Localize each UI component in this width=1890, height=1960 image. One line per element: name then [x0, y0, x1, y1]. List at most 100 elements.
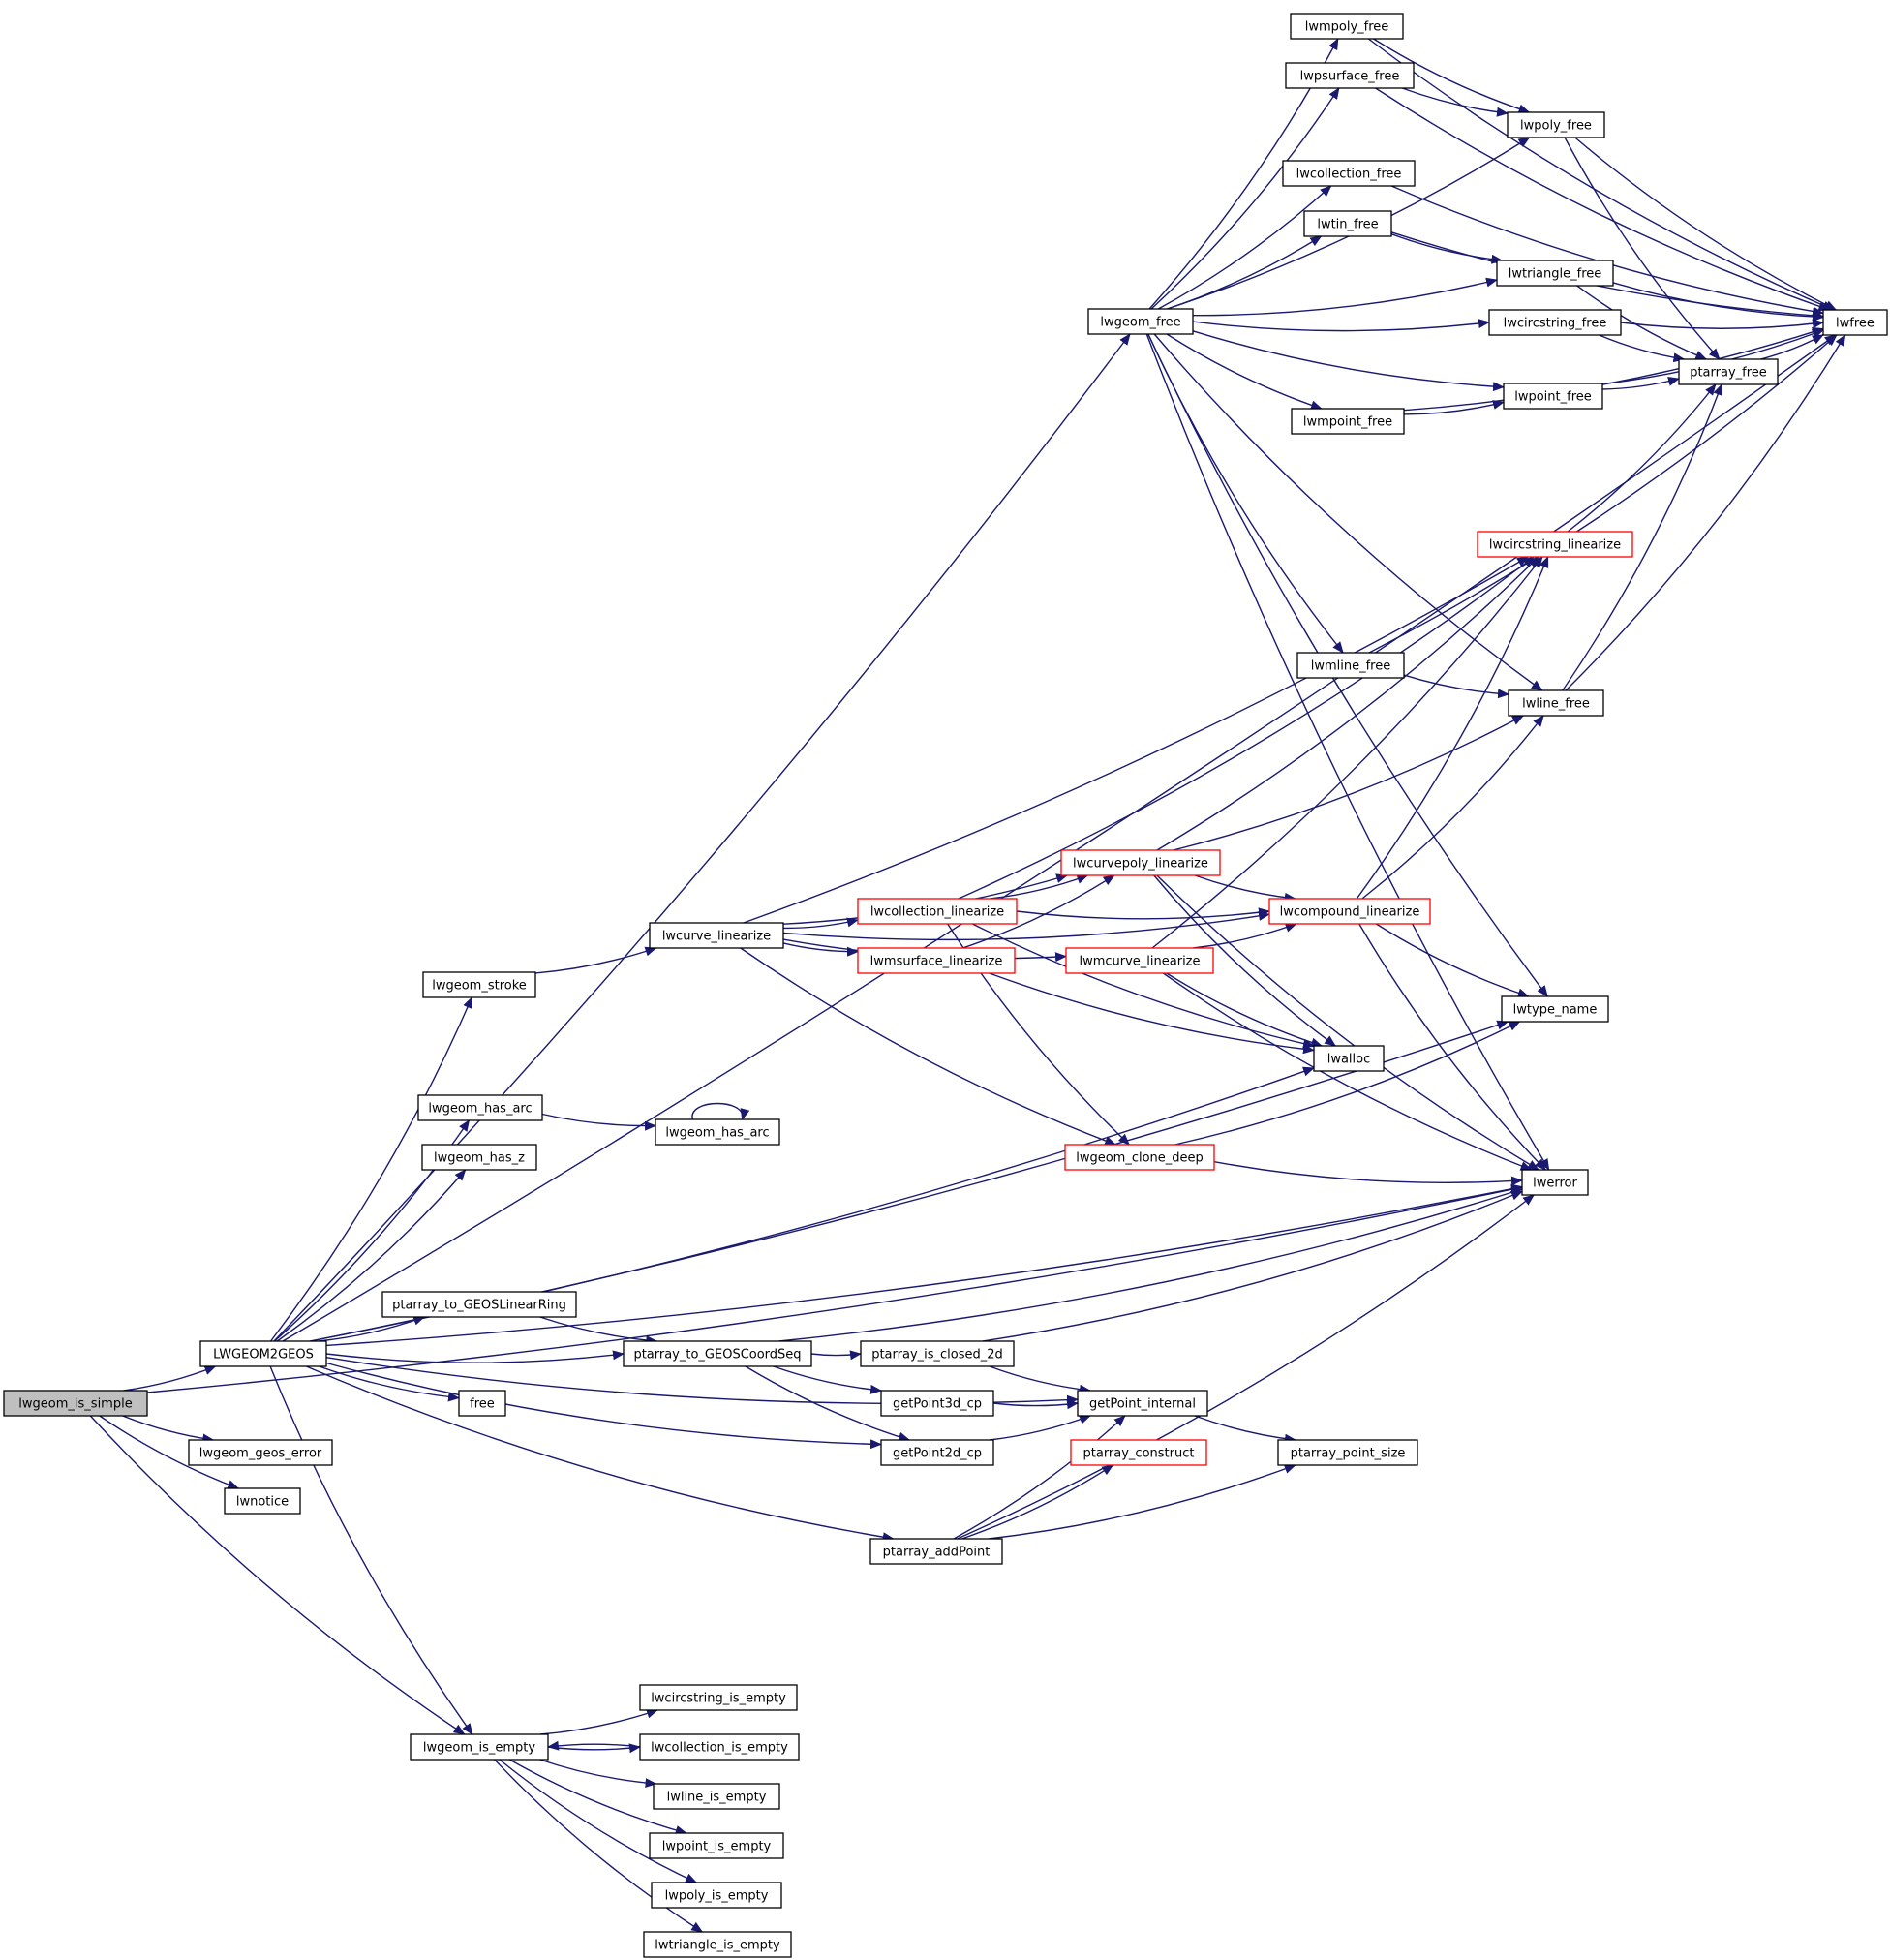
node-getPoint-internal[interactable]: getPoint_internal: [1077, 1390, 1208, 1417]
node-lwline-free[interactable]: lwline_free: [1508, 689, 1604, 717]
node-box: [639, 1684, 798, 1711]
node-label: lwcollection_free: [1296, 168, 1402, 182]
edge-LWGEOM2GEOS-to-ptarray_to_GEOSLinearRing: [318, 1316, 426, 1342]
edge-lwcurvepoly_linearize-to-lwcircstring_linearize: [1156, 556, 1539, 851]
node-lwcurvepoly-linearize[interactable]: lwcurvepoly_linearize: [1060, 849, 1221, 876]
node-lwpoint-is-empty[interactable]: lwpoint_is_empty: [649, 1832, 784, 1859]
node-ptarray-to-GEOSLinearRing[interactable]: ptarray_to_GEOSLinearRing: [381, 1291, 577, 1318]
node-lwmpoint-free[interactable]: lwmpoint_free: [1291, 408, 1405, 435]
node-lwpsurface-free[interactable]: lwpsurface_free: [1285, 62, 1415, 89]
edge-lwgeom_is_empty-to-lwpoly_is_empty: [499, 1759, 698, 1883]
node-lwgeom-stroke[interactable]: lwgeom_stroke: [422, 971, 536, 998]
node-lwcollection-is-empty[interactable]: lwcollection_is_empty: [639, 1733, 800, 1761]
node-box: [421, 1144, 537, 1171]
edge-lwcurvepoly_linearize-to-lwcompound_linearize: [1194, 874, 1296, 903]
node-box: [649, 1832, 784, 1859]
node-lwnotice[interactable]: lwnotice: [224, 1487, 301, 1515]
node-lwmsurface-linearize[interactable]: lwmsurface_linearize: [857, 947, 1016, 974]
node-lwtin-free[interactable]: lwtin_free: [1303, 210, 1392, 237]
node-box: [1521, 1169, 1589, 1196]
node-lwmline-free[interactable]: lwmline_free: [1296, 652, 1405, 679]
node-box: [1064, 1144, 1215, 1171]
node-box: [880, 1390, 994, 1417]
node-lwcompound-linearize[interactable]: lwcompound_linearize: [1268, 898, 1431, 925]
node-label: lwgeom_free: [1100, 316, 1180, 330]
node-label: lwerror: [1533, 1177, 1577, 1191]
node-getPoint3d-cp[interactable]: getPoint3d_cp: [880, 1390, 994, 1417]
node-lwmpoly-free[interactable]: lwmpoly_free: [1290, 13, 1404, 40]
edge-lwgeom_free-to-lwpsurface_free: [1150, 87, 1340, 310]
edge-lwmpoly_free-to-lwpoly_free: [1373, 38, 1531, 114]
edge-lwcompound_linearize-to-lwline_free: [1361, 715, 1544, 900]
edge-lwcircstring_free-to-ptarray_free: [1599, 334, 1686, 363]
node-label: lwgeom_is_simple: [18, 1397, 132, 1412]
node-ptarray-to-GEOSCoordSeq[interactable]: ptarray_to_GEOSCoordSeq: [623, 1340, 812, 1367]
edge-lwpoint_free-to-ptarray_free: [1601, 376, 1680, 390]
node-ptarray-free[interactable]: ptarray_free: [1678, 358, 1779, 385]
node-box: [1313, 1045, 1385, 1072]
node-box: [1508, 689, 1604, 717]
edge-LWGEOM2GEOS-to-lwgeom_free: [273, 333, 1131, 1342]
node-box: [410, 1733, 549, 1761]
node-lwgeom-geos-error[interactable]: lwgeom_geos_error: [188, 1439, 333, 1466]
node-lwline-is-empty[interactable]: lwline_is_empty: [653, 1783, 780, 1810]
node-LWGEOM2GEOS[interactable]: LWGEOM2GEOS: [199, 1340, 327, 1367]
node-lwalloc[interactable]: lwalloc: [1313, 1045, 1385, 1072]
node-lwgeom-has-z[interactable]: lwgeom_has_z: [421, 1144, 537, 1171]
node-lwcircstring-free[interactable]: lwcircstring_free: [1488, 309, 1622, 336]
node-lwfree[interactable]: lwfree: [1822, 309, 1888, 336]
node-lwpoly-free[interactable]: lwpoly_free: [1507, 111, 1605, 138]
edge-lwcollection_free-to-lwfree: [1390, 185, 1824, 317]
node-ptarray-addPoint[interactable]: ptarray_addPoint: [869, 1538, 1003, 1565]
edge-lwgeom_free-to-lwline_free: [1153, 333, 1543, 691]
node-label: lwmline_free: [1311, 659, 1391, 674]
node-lwcircstring-is-empty[interactable]: lwcircstring_is_empty: [639, 1684, 798, 1711]
edge-lwcompound_linearize-to-lwcircstring_linearize: [1356, 556, 1549, 900]
node-ptarray-point-size[interactable]: ptarray_point_size: [1277, 1439, 1418, 1466]
node-lwtriangle-free[interactable]: lwtriangle_free: [1496, 260, 1614, 287]
edge-LWGEOM2GEOS-to-lwgeom_is_empty: [269, 1365, 473, 1735]
node-label: ptarray_to_GEOSCoordSeq: [633, 1348, 801, 1363]
edge-LWGEOM2GEOS-to-lwfree: [282, 334, 1837, 1342]
node-free[interactable]: free: [458, 1390, 506, 1417]
node-lwgeom-is-empty[interactable]: lwgeom_is_empty: [410, 1733, 549, 1761]
node-label: lwtriangle_free: [1509, 267, 1602, 282]
node-lwerror[interactable]: lwerror: [1521, 1169, 1589, 1196]
node-label: lwmcurve_linearize: [1079, 955, 1200, 969]
node-label: lwline_free: [1522, 697, 1590, 712]
node-label: lwcircstring_is_empty: [651, 1692, 786, 1706]
node-lwpoly-is-empty[interactable]: lwpoly_is_empty: [651, 1882, 782, 1909]
edge-lwgeom_is_empty-to-lwline_is_empty: [539, 1759, 657, 1789]
node-box: [880, 1439, 994, 1466]
node-box: [1303, 210, 1392, 237]
node-label: lwcurvepoly_linearize: [1073, 857, 1208, 872]
node-label: lwfree: [1836, 317, 1875, 331]
edge-lwmpoint_free-to-lwpoint_free: [1403, 400, 1505, 415]
edge-lwmsurface_linearize-to-lwcurvepoly_linearize: [961, 874, 1115, 949]
node-label: free: [470, 1397, 495, 1412]
edge-lwcollection_linearize-to-lwcircstring_linearize: [958, 556, 1535, 900]
node-ptarray-construct[interactable]: ptarray_construct: [1070, 1439, 1207, 1466]
node-lwmcurve-linearize[interactable]: lwmcurve_linearize: [1065, 947, 1214, 974]
node-ptarray-is-closed-2d[interactable]: ptarray_is_closed_2d: [860, 1340, 1015, 1367]
node-lwcollection-linearize[interactable]: lwcollection_linearize: [857, 898, 1018, 925]
node-lwcircstring-linearize[interactable]: lwcircstring_linearize: [1477, 531, 1633, 558]
edge-ptarray_to_GEOSCoordSeq-to-ptarray_is_closed_2d: [810, 1350, 862, 1361]
node-lwgeom-has-arc-2[interactable]: lwgeom_has_arc: [655, 1118, 780, 1146]
node-label: lwpoly_free: [1520, 119, 1592, 134]
edge-lwtriangle_free-to-ptarray_free: [1576, 285, 1708, 360]
node-getPoint2d-cp[interactable]: getPoint2d_cp: [880, 1439, 994, 1466]
edge-lwmcurve_linearize-to-lwcompound_linearize: [1193, 923, 1297, 949]
node-lwtriangle-is-empty[interactable]: lwtriangle_is_empty: [643, 1931, 792, 1958]
node-lwcurve-linearize[interactable]: lwcurve_linearize: [649, 922, 784, 949]
node-lwcollection-free[interactable]: lwcollection_free: [1282, 160, 1416, 187]
edge-lwgeom_clone_deep-to-lwtype_name: [1174, 1021, 1521, 1146]
node-lwtype-name[interactable]: lwtype_name: [1501, 995, 1609, 1023]
node-box: [860, 1340, 1015, 1367]
node-lwgeom-is-simple[interactable]: lwgeom_is_simple: [3, 1390, 148, 1417]
node-lwgeom-free[interactable]: lwgeom_free: [1087, 308, 1194, 335]
node-lwpoint-free[interactable]: lwpoint_free: [1503, 383, 1603, 410]
node-box: [1501, 995, 1609, 1023]
node-lwgeom-has-arc[interactable]: lwgeom_has_arc: [417, 1094, 543, 1121]
node-lwgeom-clone-deep[interactable]: lwgeom_clone_deep: [1064, 1144, 1215, 1171]
